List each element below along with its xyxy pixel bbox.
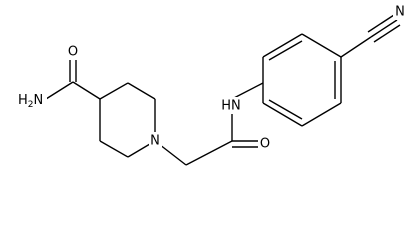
- molecule-structure-diagram: O H2N N HN O N: [17, 4, 407, 166]
- bond-benz-c5-c6: [301, 102, 342, 127]
- atom-piperidine-nitrogen: N: [150, 134, 160, 149]
- atom-amide-nh2-subscript: 2: [28, 100, 34, 110]
- bond-nitrile-triple-2: [367, 14, 395, 33]
- atom-amide-nh: HN: [221, 99, 241, 114]
- atom-labels: O H2N N HN O N: [17, 4, 407, 153]
- bonds: [45, 14, 401, 166]
- bond-benz-c4-nitrile-c: [340, 36, 372, 58]
- atom-carbonyl-oxygen: O: [260, 137, 270, 152]
- bond-amide-c-ring-c4: [72, 81, 101, 100]
- bond-ch2-carbonyl-c: [185, 140, 233, 166]
- atom-amide-nh2-n: N: [34, 93, 44, 108]
- bond-amide-c-n: [45, 81, 74, 100]
- bond-nitrile-triple-1: [370, 19, 398, 38]
- bond-nh-ring-c1: [231, 82, 264, 100]
- bond-ring-c4-c3a: [99, 82, 129, 100]
- atom-amide-nh2: H2N: [18, 93, 43, 110]
- atom-amide-oxygen: O: [68, 45, 78, 60]
- bond-benz-c3-c4: [301, 33, 342, 58]
- bond-ring-c3a-c2a: [127, 82, 156, 100]
- bond-benz-c6-c1: [262, 102, 303, 127]
- bond-benz-c2-c3-inner: [268, 40, 303, 61]
- atom-nitrile-nitrogen: N: [395, 5, 405, 20]
- bond-ring-c2b-c3b: [99, 140, 129, 158]
- atom-amide-nh2-h: H: [18, 93, 28, 108]
- bond-benz-c6-c1-inner: [268, 99, 303, 120]
- bond-nitrile-triple-3: [373, 24, 401, 43]
- bond-benz-c2-c3: [262, 33, 303, 58]
